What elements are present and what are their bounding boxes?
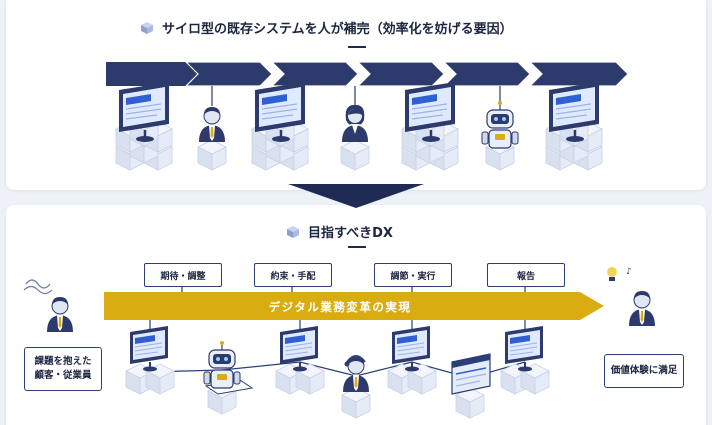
robot-icon <box>203 340 254 415</box>
computer-cubes-icon <box>500 325 550 395</box>
chevron-step-5 <box>443 61 531 87</box>
chevron-step-3 <box>271 61 359 87</box>
computer-cubes-icon <box>125 325 175 395</box>
chevron-step-6 <box>528 61 629 87</box>
worried-person-icon <box>23 279 74 333</box>
worker-icon <box>197 106 227 171</box>
top-title: サイロ型の既存システムを人が補完（効率化を妨げる要因） <box>162 22 513 37</box>
step-label-1: 期待・調整 <box>144 263 222 287</box>
cube-icon <box>287 225 299 238</box>
computer-cubes-icon <box>275 325 325 395</box>
computer-cubes-icon <box>387 325 437 395</box>
chevron-step-2 <box>185 61 273 87</box>
down-arrow-icon <box>288 184 424 208</box>
device-drop-lines <box>149 320 526 336</box>
banner-text: デジタル業務変革の実現 <box>269 300 412 314</box>
computer-cubes-icon <box>251 80 309 171</box>
step-label-3: 調節・実行 <box>374 263 452 287</box>
computer-cubes-icon <box>115 80 173 171</box>
left-note-box: 課題を抱えた 顧客・従業員 <box>24 347 102 391</box>
computer-cubes-icon <box>545 80 603 171</box>
bottom-heading: 目指すべきDX <box>286 222 393 241</box>
worker-icon <box>340 104 370 171</box>
bottom-title-underline <box>348 246 366 248</box>
step-label-2: 約束・手配 <box>254 263 332 287</box>
web-window-icon <box>451 353 491 419</box>
process-chevron-row <box>106 61 629 87</box>
top-heading: サイロ型の既存システムを人が補完（効率化を妨げる要因） <box>140 18 513 37</box>
svg-text:♪: ♪ <box>626 267 632 277</box>
bottom-title: 目指すべきDX <box>308 226 393 241</box>
cube-icon <box>141 21 153 34</box>
computer-cubes-icon <box>401 80 459 171</box>
top-title-underline <box>348 46 366 48</box>
satisfied-person-icon: ♪ <box>607 267 656 327</box>
step-connector-lines <box>181 285 526 292</box>
chevron-step-1 <box>106 62 200 86</box>
drop-lines <box>142 86 575 106</box>
step-label-4: 報告 <box>487 263 565 287</box>
right-note-box: 価値体験に満足 <box>604 354 684 388</box>
dx-banner-arrow <box>104 292 604 320</box>
chevron-step-4 <box>357 61 445 87</box>
operator-icon <box>341 355 371 419</box>
robot-icon <box>481 100 519 171</box>
